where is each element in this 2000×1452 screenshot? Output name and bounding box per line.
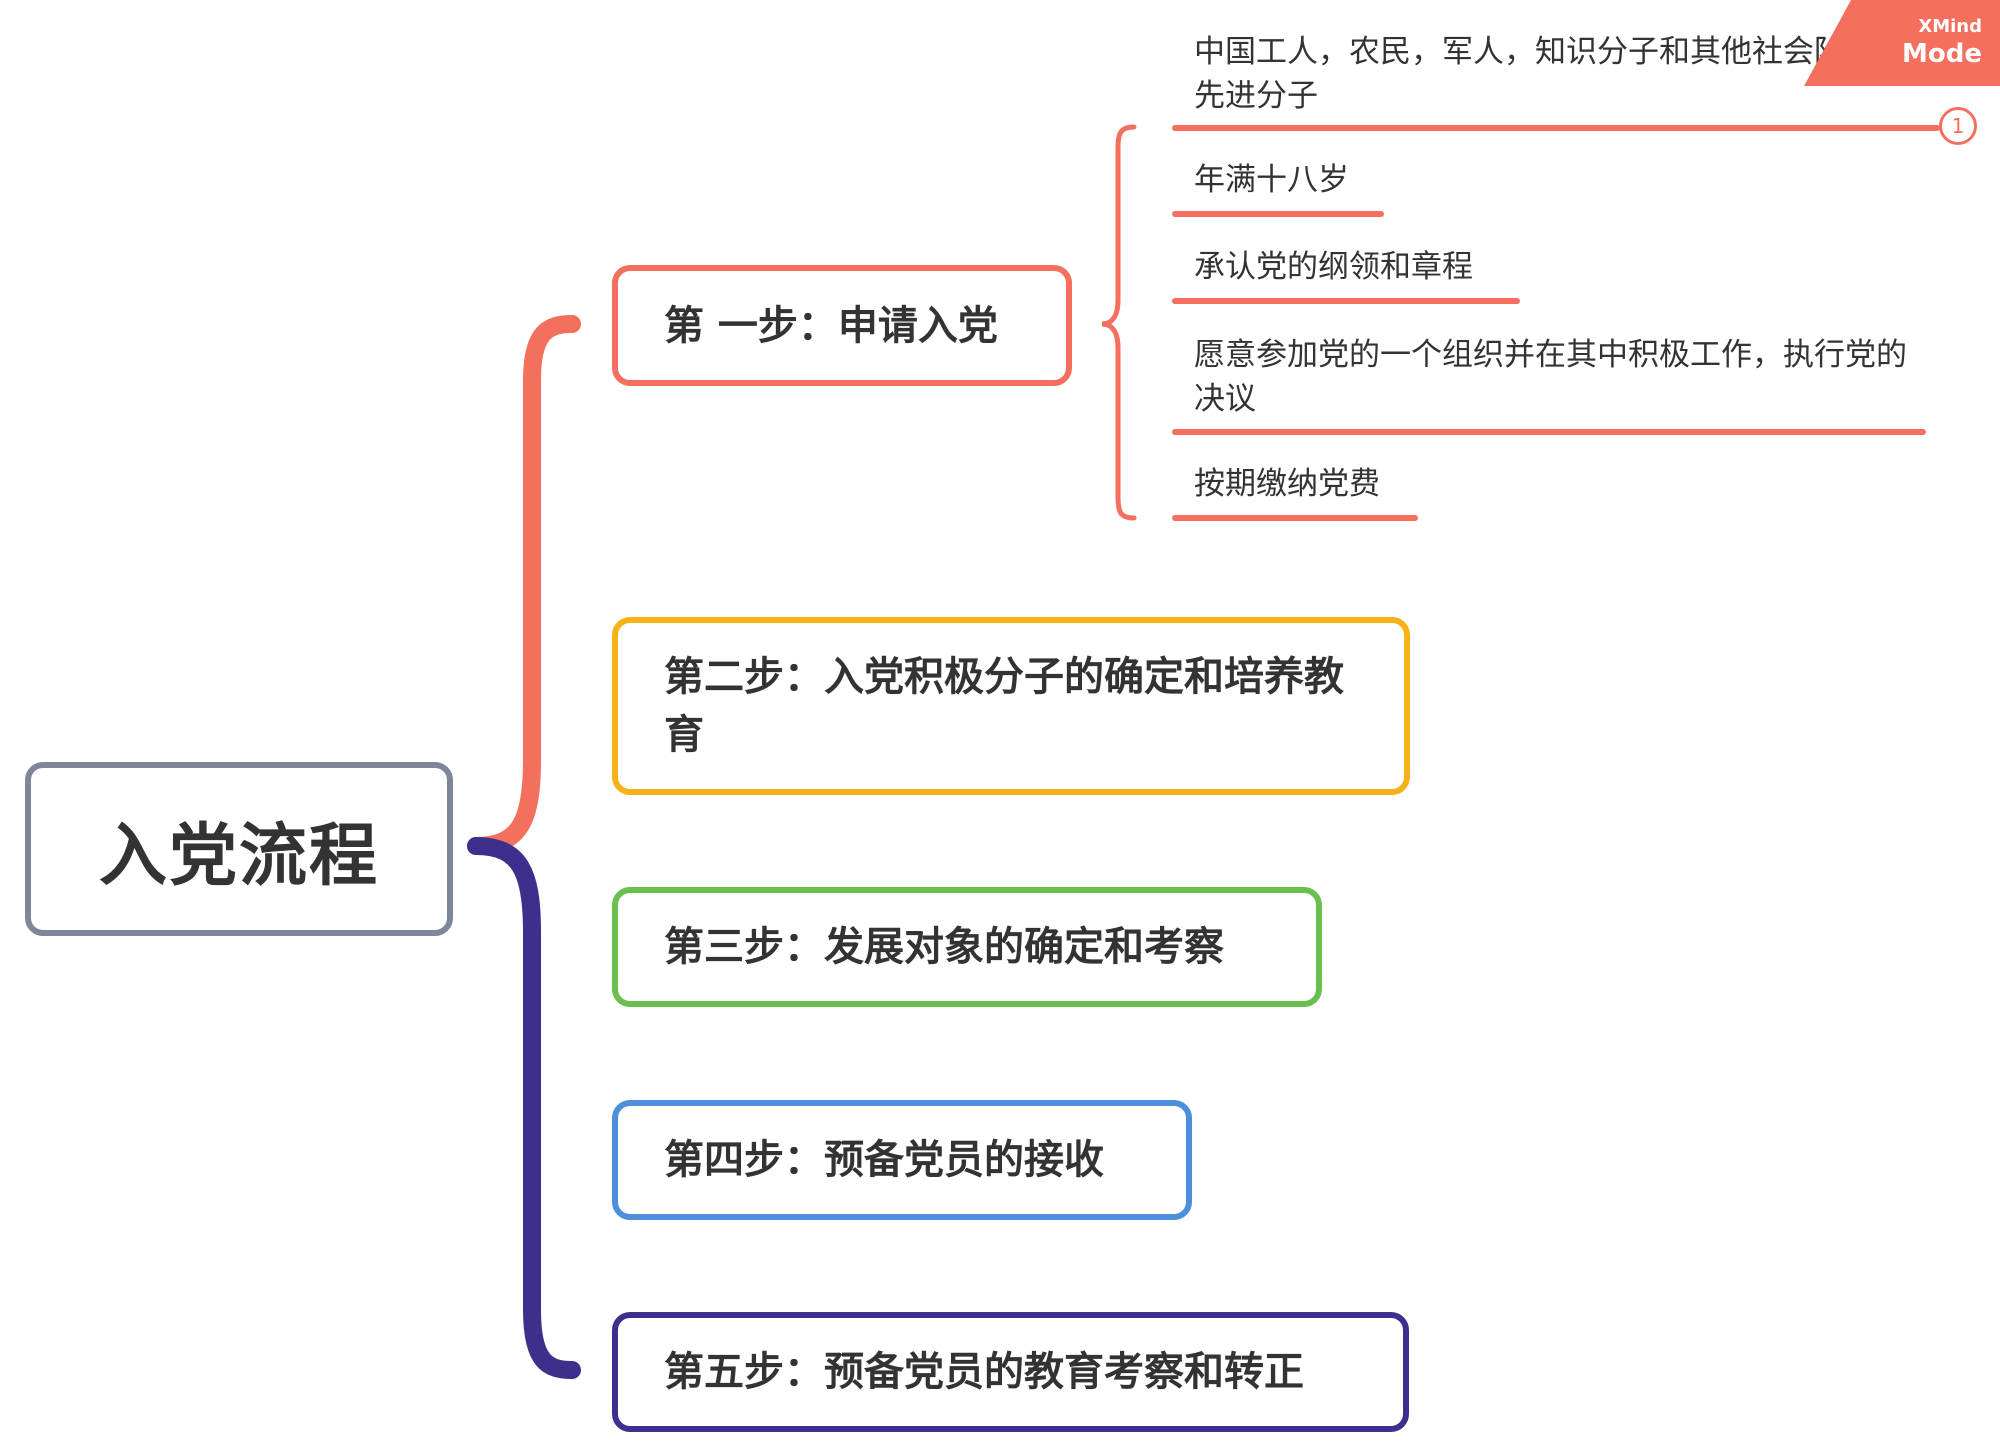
subtopic-1-underline (1172, 125, 1940, 131)
step-2-label: 第二步：入党积极分子的确定和培养教育 (664, 654, 1344, 758)
step-5-label: 第五步：预备党员的教育考察和转正 (664, 1349, 1304, 1395)
watermark-line1: XMind (1918, 16, 1982, 37)
subtopic-3-underline (1172, 298, 1520, 304)
step1-subtopic-4[interactable]: 愿意参加党的一个组织并在其中积极工作，执行党的决议 (1172, 333, 1912, 421)
step-2-topic[interactable]: 第二步：入党积极分子的确定和培养教育 (612, 617, 1410, 795)
step-3-topic[interactable]: 第三步：发展对象的确定和考察 (612, 887, 1322, 1007)
subtopic-2-underline (1172, 211, 1384, 217)
connector-step1-brace (1101, 124, 1137, 521)
subtopic-1-count-badge[interactable]: 1 (1939, 107, 1977, 145)
subtopic-4-label: 愿意参加党的一个组织并在其中积极工作，执行党的决议 (1194, 337, 1907, 417)
subtopic-4-underline (1172, 429, 1926, 435)
step1-subtopic-1[interactable]: 中国工人，农民，军人，知识分子和其他社会阶层的先进分子 (1172, 30, 1932, 118)
connector-root-to-lower-steps (467, 837, 581, 1379)
subtopic-5-label: 按期缴纳党费 (1194, 466, 1380, 502)
step-1-label: 第 一步：申请入党 (664, 302, 998, 349)
step1-subtopic-5[interactable]: 按期缴纳党费 (1172, 462, 1572, 506)
step-4-topic[interactable]: 第四步：预备党员的接收 (612, 1100, 1192, 1220)
xmind-watermark: XMind Mode (1804, 0, 2000, 86)
step-3-label: 第三步：发展对象的确定和考察 (664, 924, 1224, 970)
step-5-topic[interactable]: 第五步：预备党员的教育考察和转正 (612, 1312, 1409, 1432)
subtopic-2-label: 年满十八岁 (1194, 162, 1349, 198)
root-topic-label: 入党流程 (98, 816, 379, 896)
watermark-line2: Mode (1902, 39, 1982, 69)
subtopic-5-underline (1172, 515, 1418, 521)
step1-subtopic-2[interactable]: 年满十八岁 (1172, 158, 1572, 202)
subtopic-1-label: 中国工人，农民，军人，知识分子和其他社会阶层的先进分子 (1194, 34, 1907, 114)
root-topic[interactable]: 入党流程 (25, 762, 453, 936)
step-4-label: 第四步：预备党员的接收 (664, 1137, 1104, 1183)
subtopic-3-label: 承认党的纲领和章程 (1194, 249, 1473, 285)
connector-root-to-upper-steps (467, 315, 581, 855)
step-1-topic[interactable]: 第 一步：申请入党 (612, 265, 1072, 386)
step1-subtopic-3[interactable]: 承认党的纲领和章程 (1172, 245, 1572, 289)
